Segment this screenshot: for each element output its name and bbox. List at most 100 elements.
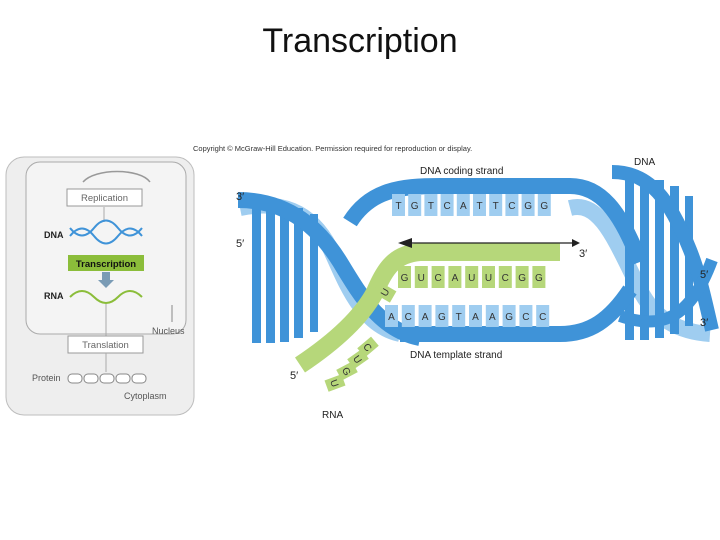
rna-tail-base: C xyxy=(357,336,379,358)
rna-base: U xyxy=(414,266,428,288)
base-letter: C xyxy=(539,312,546,323)
coding-base: G xyxy=(537,194,551,216)
coding-base: T xyxy=(489,194,503,216)
direction-arrow-tail xyxy=(398,238,412,248)
base-letter: G xyxy=(411,201,419,212)
rna-mini-strand xyxy=(69,290,143,304)
overview-cytoplasm-label: Cytoplasm xyxy=(124,391,167,401)
overview-protein-label: Protein xyxy=(32,373,61,383)
rna-base: C xyxy=(431,266,445,288)
replication-box xyxy=(66,188,143,207)
overview-dna-label: DNA xyxy=(44,230,64,240)
template-strand-backbone xyxy=(400,285,637,342)
base-letter: U xyxy=(468,273,475,284)
template-left-end: 5′ xyxy=(236,238,244,250)
template-strand-label: DNA template strand xyxy=(410,350,502,361)
coding-strand-backbone xyxy=(343,178,648,265)
translation-label: Translation xyxy=(82,340,129,351)
base-letter: A xyxy=(388,312,395,323)
template-base: A xyxy=(385,305,398,327)
base-letter: T xyxy=(456,312,462,323)
template-base: C xyxy=(519,305,533,327)
base-letter: U xyxy=(327,378,340,389)
base-letter: T xyxy=(428,201,434,212)
overview-transcription-label: Transcription xyxy=(76,259,136,270)
rna-tail-base: U xyxy=(324,374,346,392)
base-letter: A xyxy=(452,273,459,284)
direction-arrow-icon xyxy=(572,239,580,247)
template-base: G xyxy=(502,305,516,327)
coding-base: G xyxy=(521,194,535,216)
overview-rna-label: RNA xyxy=(44,291,64,301)
template-base: A xyxy=(485,305,499,327)
coding-base: T xyxy=(473,194,486,216)
template-base: A xyxy=(418,305,432,327)
base-letter: C xyxy=(508,201,515,212)
rna-tail-end: 5′ xyxy=(290,370,298,382)
template-base: A xyxy=(469,305,482,327)
coding-base: G xyxy=(408,194,422,216)
template-right-end: 3′ xyxy=(700,317,708,329)
slide-title: Transcription xyxy=(262,22,458,60)
rna-base: G xyxy=(515,266,529,288)
base-letter: T xyxy=(395,201,401,212)
base-letter: G xyxy=(505,312,513,323)
coding-base: T xyxy=(424,194,438,216)
rna-base: G xyxy=(398,266,411,288)
helix-rna-label: RNA xyxy=(322,410,343,421)
rna-right-end: 3′ xyxy=(579,248,587,260)
coding-strand-label: DNA coding strand xyxy=(420,166,503,177)
base-letter: C xyxy=(434,273,441,284)
base-letter: G xyxy=(518,273,526,284)
template-base: G xyxy=(435,305,449,327)
helix-dna-label: DNA xyxy=(634,157,655,168)
template-base: C xyxy=(536,305,550,327)
rna-base: A xyxy=(448,266,462,288)
protein-chain xyxy=(67,373,147,384)
template-base: T xyxy=(452,305,466,327)
coding-base: C xyxy=(505,194,519,216)
template-base: C xyxy=(401,305,415,327)
base-letter: G xyxy=(535,273,543,284)
dna-mini-helix-strand xyxy=(69,227,143,245)
base-letter: G xyxy=(438,312,446,323)
rna-base: G xyxy=(532,266,546,288)
base-letter: G xyxy=(524,201,532,212)
coding-right-end: 5′ xyxy=(700,269,708,281)
rna-base: U xyxy=(372,281,397,303)
coding-base: A xyxy=(456,194,470,216)
base-letter: U xyxy=(485,273,492,284)
helix-back-band-right xyxy=(567,199,711,342)
coding-base: C xyxy=(440,194,454,216)
base-letter: T xyxy=(476,201,482,212)
base-letter: G xyxy=(401,273,409,284)
coding-left-end: 3′ xyxy=(236,191,244,203)
base-letter: C xyxy=(405,312,412,323)
rna-base: U xyxy=(465,266,479,288)
overview-nucleus-label: Nucleus xyxy=(152,326,185,336)
base-letter: C xyxy=(443,201,450,212)
base-letter: A xyxy=(472,312,479,323)
coding-base: T xyxy=(392,194,405,216)
base-letter: G xyxy=(540,201,548,212)
replication-loop-arrow xyxy=(82,170,151,183)
transcription-box xyxy=(68,255,144,271)
copyright-text: Copyright © McGraw-Hill Education. Permi… xyxy=(193,144,472,153)
coding-backbone-right xyxy=(611,165,719,332)
rna-base: U xyxy=(482,266,495,288)
base-letter: A xyxy=(489,312,496,323)
rna-base: C xyxy=(498,266,512,288)
base-letter: A xyxy=(422,312,429,323)
overview-panel: Replication DNA Transcription RNA Nucleu… xyxy=(5,156,195,416)
replication-label: Replication xyxy=(81,193,128,204)
template-backbone-right xyxy=(618,257,718,328)
base-letter: C xyxy=(522,312,529,323)
helix-rungs-left xyxy=(252,203,318,343)
base-letter: T xyxy=(493,201,499,212)
